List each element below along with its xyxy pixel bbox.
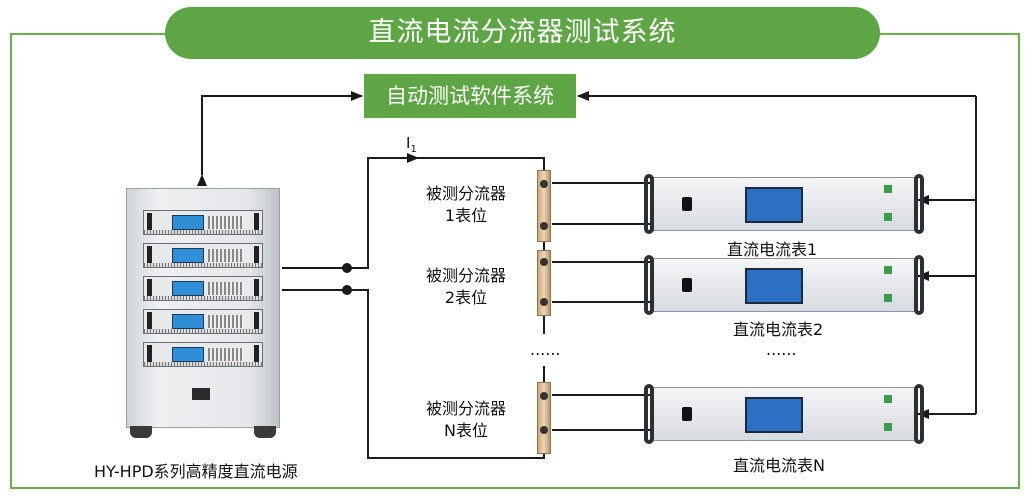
- power-supply-rack: [126, 188, 280, 438]
- shunt-ellipsis: ......: [530, 340, 561, 359]
- rack-caster: [254, 426, 276, 438]
- junction-positive: [342, 263, 352, 273]
- power-supply-label: HY-HPD系列高精度直流电源: [94, 462, 298, 481]
- output-positive: [282, 157, 545, 269]
- psu-unit: [143, 210, 263, 235]
- psu-unit: [143, 309, 263, 334]
- shunt-N: [535, 382, 553, 454]
- software-system-box: 自动测试软件系统: [364, 74, 576, 118]
- title-banner: 直流电流分流器测试系统: [165, 7, 880, 59]
- psu-unit: [143, 342, 263, 367]
- junction-negative: [342, 285, 352, 295]
- psu-unit: [143, 276, 263, 301]
- dc-meter-1: [644, 174, 924, 234]
- meter-1-label: 直流电流表1: [727, 240, 818, 259]
- meter-2-label: 直流电流表2: [733, 320, 824, 339]
- shunt-2: [535, 250, 553, 316]
- rack-caster: [130, 426, 152, 438]
- psu-unit: [143, 243, 263, 268]
- dc-meter-N: [644, 384, 924, 444]
- shunt-1: [535, 170, 553, 242]
- link-software-power: [197, 91, 363, 186]
- dc-meter-2: [644, 255, 924, 315]
- meter-ellipsis: ......: [766, 340, 797, 359]
- rack-power-switch: [192, 388, 210, 400]
- meter-N-label: 直流电流表N: [733, 456, 825, 475]
- current-label: I1: [406, 134, 417, 155]
